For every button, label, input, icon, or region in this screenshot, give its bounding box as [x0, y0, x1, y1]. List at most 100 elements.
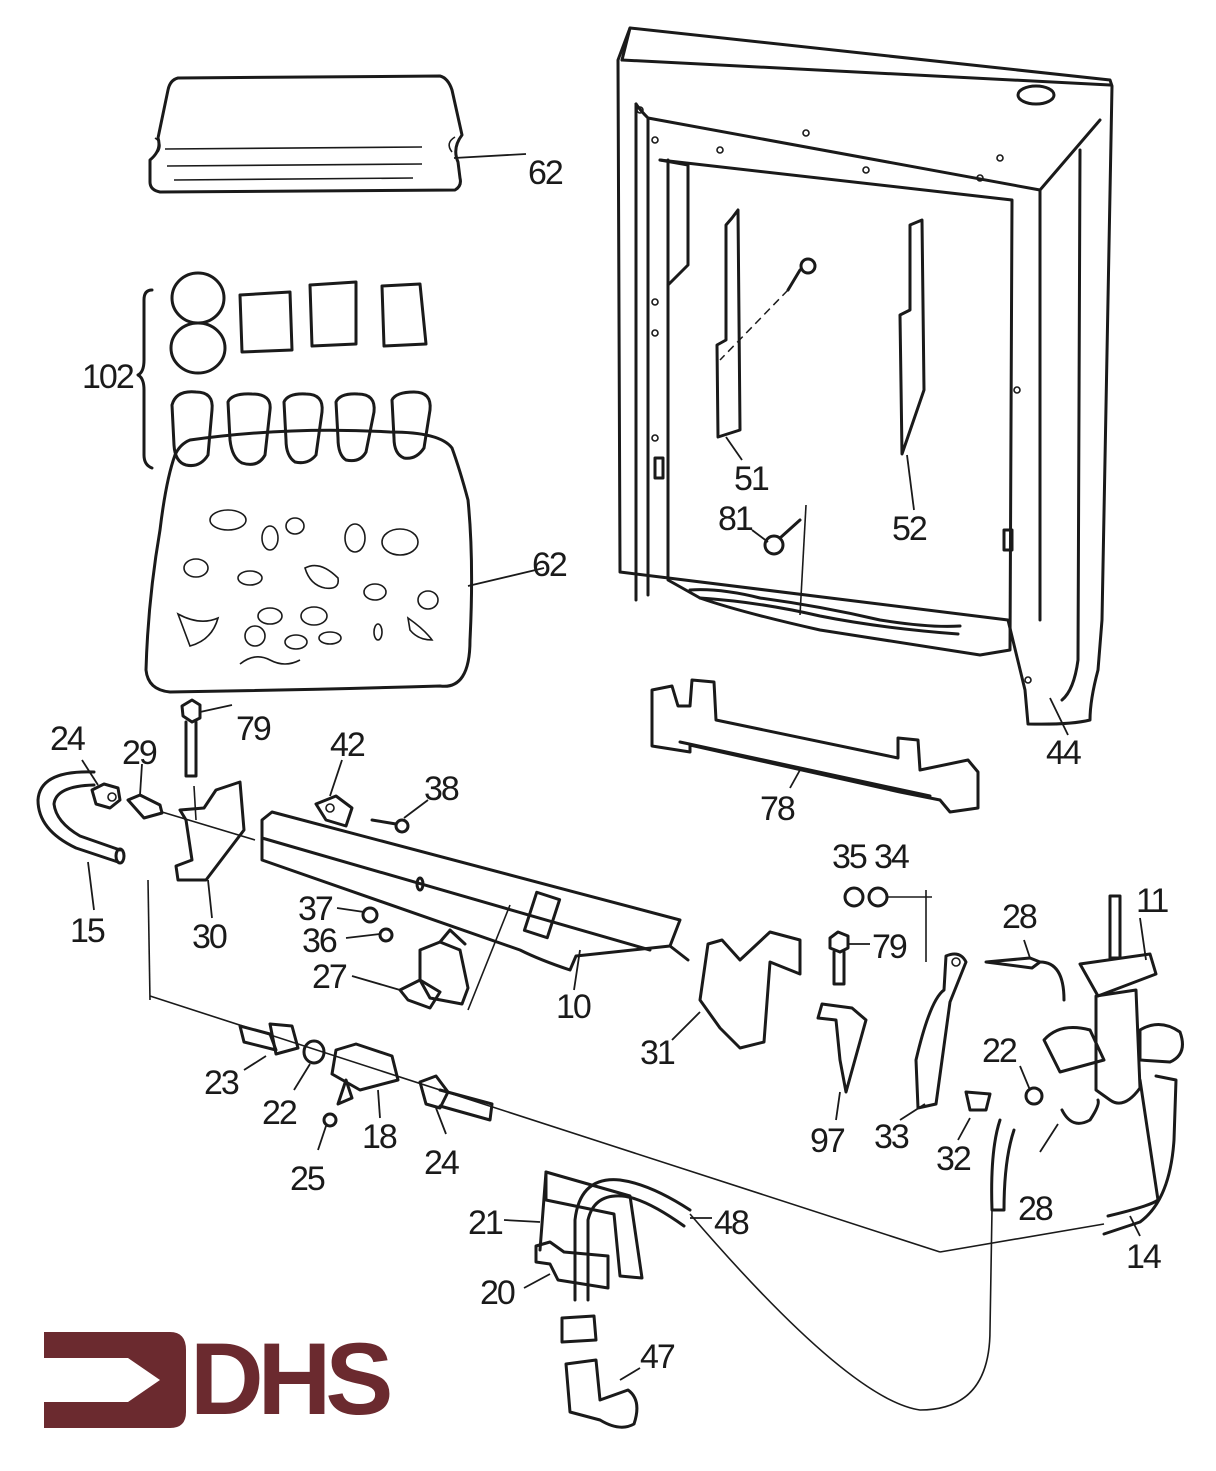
leader-62-bottom: [467, 567, 545, 587]
leader-29: [139, 763, 143, 796]
leader-28-bottom: [1039, 1123, 1059, 1153]
part-42-clip: [314, 794, 354, 828]
leader-25: [317, 1125, 327, 1151]
part-15-tube: [36, 770, 126, 865]
leader-52: [906, 454, 915, 511]
label-part-36: 36: [302, 922, 338, 960]
leader-30: [207, 879, 213, 919]
part-24-nut: [90, 782, 122, 810]
label-part-97: 97: [810, 1122, 846, 1160]
axis-line-14: [939, 1223, 1105, 1253]
part-10-burner: [260, 810, 690, 972]
label-part-47: 47: [640, 1338, 676, 1376]
part-102-embers: [136, 271, 432, 470]
label-part-27: 27: [312, 958, 348, 996]
part-18-tee: [330, 1042, 400, 1106]
label-part-79-left: 79: [236, 710, 272, 748]
leader-51: [725, 436, 743, 461]
axis-line-27: [467, 904, 511, 1011]
leader-21: [503, 1219, 541, 1223]
part-29-fitting: [126, 793, 164, 820]
leader-24-bottom: [435, 1107, 447, 1135]
label-part-62-top: 62: [528, 154, 564, 192]
part-62-ember-bed: [144, 428, 474, 694]
part-44-frame: [616, 26, 1114, 726]
leader-14: [1129, 1215, 1141, 1237]
label-part-24-left: 24: [50, 720, 86, 758]
part-32-nut: [964, 1090, 992, 1112]
part-14-pipe: [1102, 1074, 1178, 1236]
leader-22-left: [293, 1063, 311, 1091]
leader-62-top: [453, 153, 527, 159]
leader-81: [751, 529, 769, 543]
label-part-25: 25: [290, 1160, 326, 1198]
leader-38: [403, 799, 429, 819]
part-31-bracket: [698, 930, 802, 1050]
part-79-bolt-right: [828, 930, 850, 986]
leader-42: [329, 759, 343, 797]
part-35-nut: [843, 886, 865, 908]
leader-15: [87, 861, 95, 911]
label-part-21: 21: [468, 1204, 504, 1242]
leader-32: [957, 1117, 971, 1141]
label-part-42: 42: [330, 726, 366, 764]
part-97-bracket: [816, 1002, 868, 1094]
brand-logo-text: DHS: [190, 1322, 393, 1436]
pipe-segment: [990, 1118, 1016, 1212]
leader-18: [377, 1089, 381, 1119]
part-20-clamp: [534, 1240, 610, 1290]
label-part-30: 30: [192, 918, 228, 956]
leader-27: [351, 975, 401, 991]
axis-line-81: [799, 504, 807, 616]
axis-line-48: [689, 1209, 993, 1411]
label-part-20: 20: [480, 1274, 516, 1312]
label-part-52: 52: [892, 510, 928, 548]
label-part-34: 34: [874, 838, 910, 876]
label-part-18: 18: [362, 1118, 398, 1156]
part-47-elbow: [560, 1314, 639, 1429]
part-48-pipe: [573, 1178, 692, 1302]
label-part-35: 35: [832, 838, 868, 876]
part-36-washer: [378, 927, 394, 943]
label-part-78: 78: [760, 790, 796, 828]
label-part-38: 38: [424, 770, 460, 808]
dashed-line-screw: [719, 289, 789, 361]
label-part-22-right: 22: [982, 1032, 1018, 1070]
part-22-olive-right: [1024, 1086, 1044, 1106]
leader-24-left: [81, 759, 99, 786]
part-25-jet: [322, 1112, 338, 1128]
label-part-15: 15: [70, 912, 106, 950]
leader-97: [835, 1091, 841, 1121]
leader-31: [671, 1011, 701, 1041]
leader-10: [573, 949, 581, 991]
leader-44: [1049, 697, 1069, 736]
part-11-valve: [1042, 894, 1184, 1105]
label-part-79-right: 79: [872, 928, 908, 966]
leader-79-left: [199, 704, 233, 713]
label-part-102: 102: [82, 358, 135, 396]
leader-78: [789, 769, 801, 789]
leader-36: [345, 933, 381, 939]
leader-11: [1139, 917, 1147, 961]
label-part-37: 37: [298, 890, 334, 928]
label-part-14: 14: [1126, 1238, 1162, 1276]
part-38-screw: [370, 818, 410, 834]
part-28-thermocouple: [984, 956, 1100, 1125]
part-24-nut-bottom: [418, 1074, 494, 1122]
label-part-10: 10: [556, 988, 592, 1026]
arrow-bracket-icon: [44, 1332, 186, 1428]
label-part-32: 32: [936, 1140, 972, 1178]
part-30-bracket: [174, 780, 246, 882]
part-37-nut: [361, 906, 379, 924]
axis-line-79-left: [193, 785, 197, 821]
label-part-28-bottom: 28: [1018, 1190, 1054, 1228]
label-part-81: 81: [718, 500, 754, 538]
part-27-igniter: [398, 928, 470, 1010]
label-part-44: 44: [1046, 734, 1082, 772]
leader-28-top: [1023, 939, 1031, 959]
label-part-11: 11: [1136, 882, 1169, 920]
label-part-51: 51: [734, 460, 770, 498]
part-22-olive-left: [302, 1039, 326, 1065]
label-part-22-left: 22: [262, 1094, 298, 1132]
